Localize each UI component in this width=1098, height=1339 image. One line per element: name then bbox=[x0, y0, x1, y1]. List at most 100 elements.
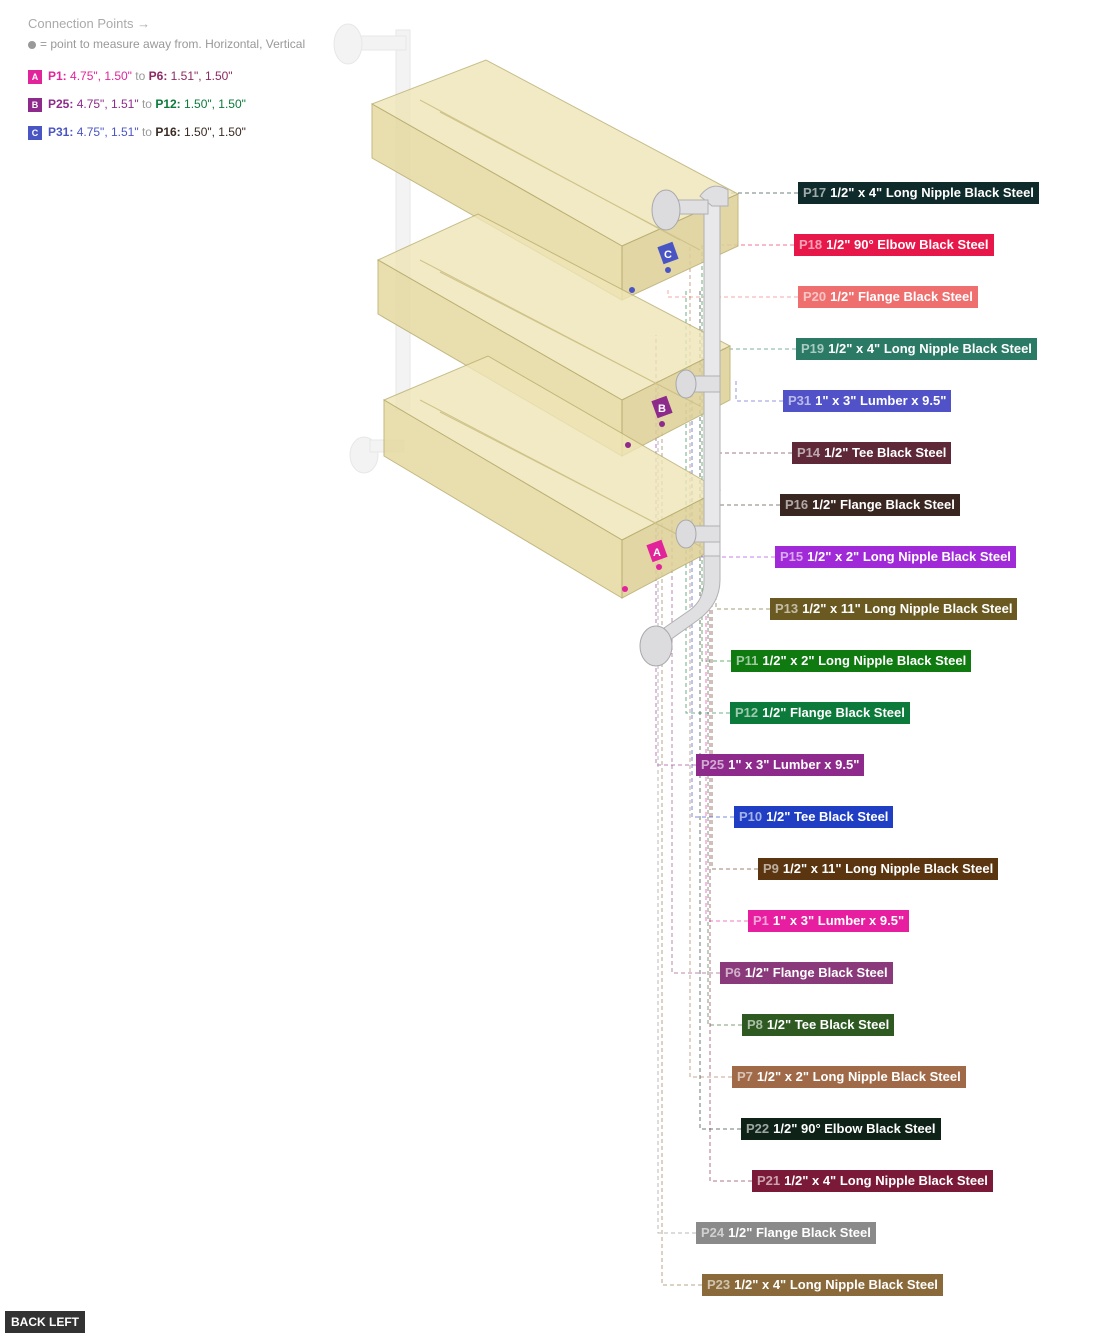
part-description: 1" x 3" Lumber x 9.5" bbox=[772, 913, 905, 928]
to-offset: 1.50", 1.50" bbox=[184, 125, 246, 139]
part-description: 1/2" x 4" Long Nipple Black Steel bbox=[734, 1277, 938, 1292]
shelf-bottom bbox=[382, 355, 722, 599]
part-description: 1/2" x 2" Long Nipple Black Steel bbox=[762, 653, 967, 668]
part-id: P7 bbox=[737, 1069, 753, 1084]
front-pipe bbox=[639, 185, 729, 667]
part-id: P18 bbox=[799, 237, 823, 252]
part-description: 1/2" x 2" Long Nipple Black Steel bbox=[807, 549, 1011, 564]
connection-badge: C bbox=[28, 126, 42, 140]
part-id: P10 bbox=[739, 809, 763, 824]
part-id: P13 bbox=[775, 601, 799, 616]
leader-line-p1 bbox=[705, 470, 748, 922]
marker-b: B bbox=[625, 395, 673, 448]
part-id: P17 bbox=[803, 185, 827, 200]
marker-a: A bbox=[622, 539, 668, 592]
part-description: 1/2" Flange Black Steel bbox=[830, 289, 973, 304]
part-id: P31 bbox=[788, 393, 812, 408]
part-id: P16 bbox=[785, 497, 809, 512]
leader-line-p15 bbox=[699, 515, 775, 558]
part-description: 1/2" Tee Black Steel bbox=[766, 809, 889, 824]
part-id: P20 bbox=[803, 289, 827, 304]
part-id: P11 bbox=[736, 653, 759, 668]
part-id: P15 bbox=[780, 549, 804, 564]
leader-line-p31 bbox=[735, 380, 783, 402]
to-word: to bbox=[141, 125, 152, 139]
legend-subtitle: = point to measure away from. Horizontal… bbox=[28, 37, 305, 51]
to-offset: 1.51", 1.50" bbox=[170, 69, 233, 83]
leader-lines bbox=[655, 192, 798, 1286]
part-description: 1/2" Tee Black Steel bbox=[824, 445, 947, 460]
part-id: P19 bbox=[801, 341, 825, 356]
part-id: P12 bbox=[735, 705, 759, 720]
to-word: to bbox=[141, 97, 152, 111]
connection-legend: Connection Points → = point to measure a… bbox=[28, 16, 305, 51]
legend-subtitle-text: = point to measure away from. Horizontal… bbox=[40, 37, 306, 51]
leader-line-p13 bbox=[715, 200, 770, 610]
leader-line-p6 bbox=[671, 515, 720, 974]
from-part-id: P31: bbox=[48, 125, 74, 139]
part-description: 1/2" x 11" Long Nipple Black Steel bbox=[782, 861, 994, 876]
marker-c: C bbox=[629, 241, 679, 293]
to-word: to bbox=[135, 69, 146, 83]
leader-line-p21 bbox=[709, 335, 752, 1182]
part-description: 1/2" Flange Black Steel bbox=[744, 965, 888, 980]
from-part-id: P1: bbox=[48, 69, 67, 83]
view-back-left-button[interactable]: BACK LEFT bbox=[5, 1311, 85, 1333]
part-description: 1/2" 90° Elbow Black Steel bbox=[826, 237, 989, 252]
leader-line-p20 bbox=[667, 290, 798, 298]
part-description: 1/2" x 4" Long Nipple Black Steel bbox=[784, 1173, 988, 1188]
part-description: 1/2" Tee Black Steel bbox=[766, 1017, 890, 1032]
leader-line-p11 bbox=[701, 245, 731, 662]
part-id: P9 bbox=[763, 861, 779, 876]
part-id: P24 bbox=[701, 1225, 725, 1240]
marker-a-label: A bbox=[653, 547, 661, 559]
from-part-id: P25: bbox=[48, 97, 74, 111]
from-offset: 4.75", 1.51" bbox=[76, 97, 139, 111]
leader-line-p10 bbox=[691, 380, 734, 818]
connection-badge: A bbox=[28, 70, 42, 84]
leader-line-p12 bbox=[685, 290, 730, 714]
marker-c-label: C bbox=[664, 249, 672, 261]
part-description: 1/2" x 4" Long Nipple Black Steel bbox=[830, 185, 1034, 200]
part-id: P14 bbox=[797, 445, 821, 460]
part-id: P25 bbox=[701, 757, 725, 772]
connection-badge: B bbox=[28, 98, 42, 112]
legend-title: Connection Points → bbox=[28, 16, 151, 31]
part-description: 1/2" x 11" Long Nipple Black Steel bbox=[802, 601, 1013, 616]
marker-b-label: B bbox=[658, 403, 666, 415]
part-description: 1/2" Flange Black Steel bbox=[762, 705, 905, 720]
point-dot-icon bbox=[28, 41, 36, 49]
part-id: P21 bbox=[757, 1173, 781, 1188]
part-description: 1/2" 90° Elbow Black Steel bbox=[773, 1121, 936, 1136]
leader-line-p14 bbox=[713, 425, 792, 454]
from-offset: 4.75", 1.50" bbox=[70, 69, 132, 83]
part-description: 1/2" x 2" Long Nipple Black Steel bbox=[756, 1069, 961, 1084]
to-part-id: P12: bbox=[155, 97, 181, 111]
part-id: P8 bbox=[747, 1017, 763, 1032]
